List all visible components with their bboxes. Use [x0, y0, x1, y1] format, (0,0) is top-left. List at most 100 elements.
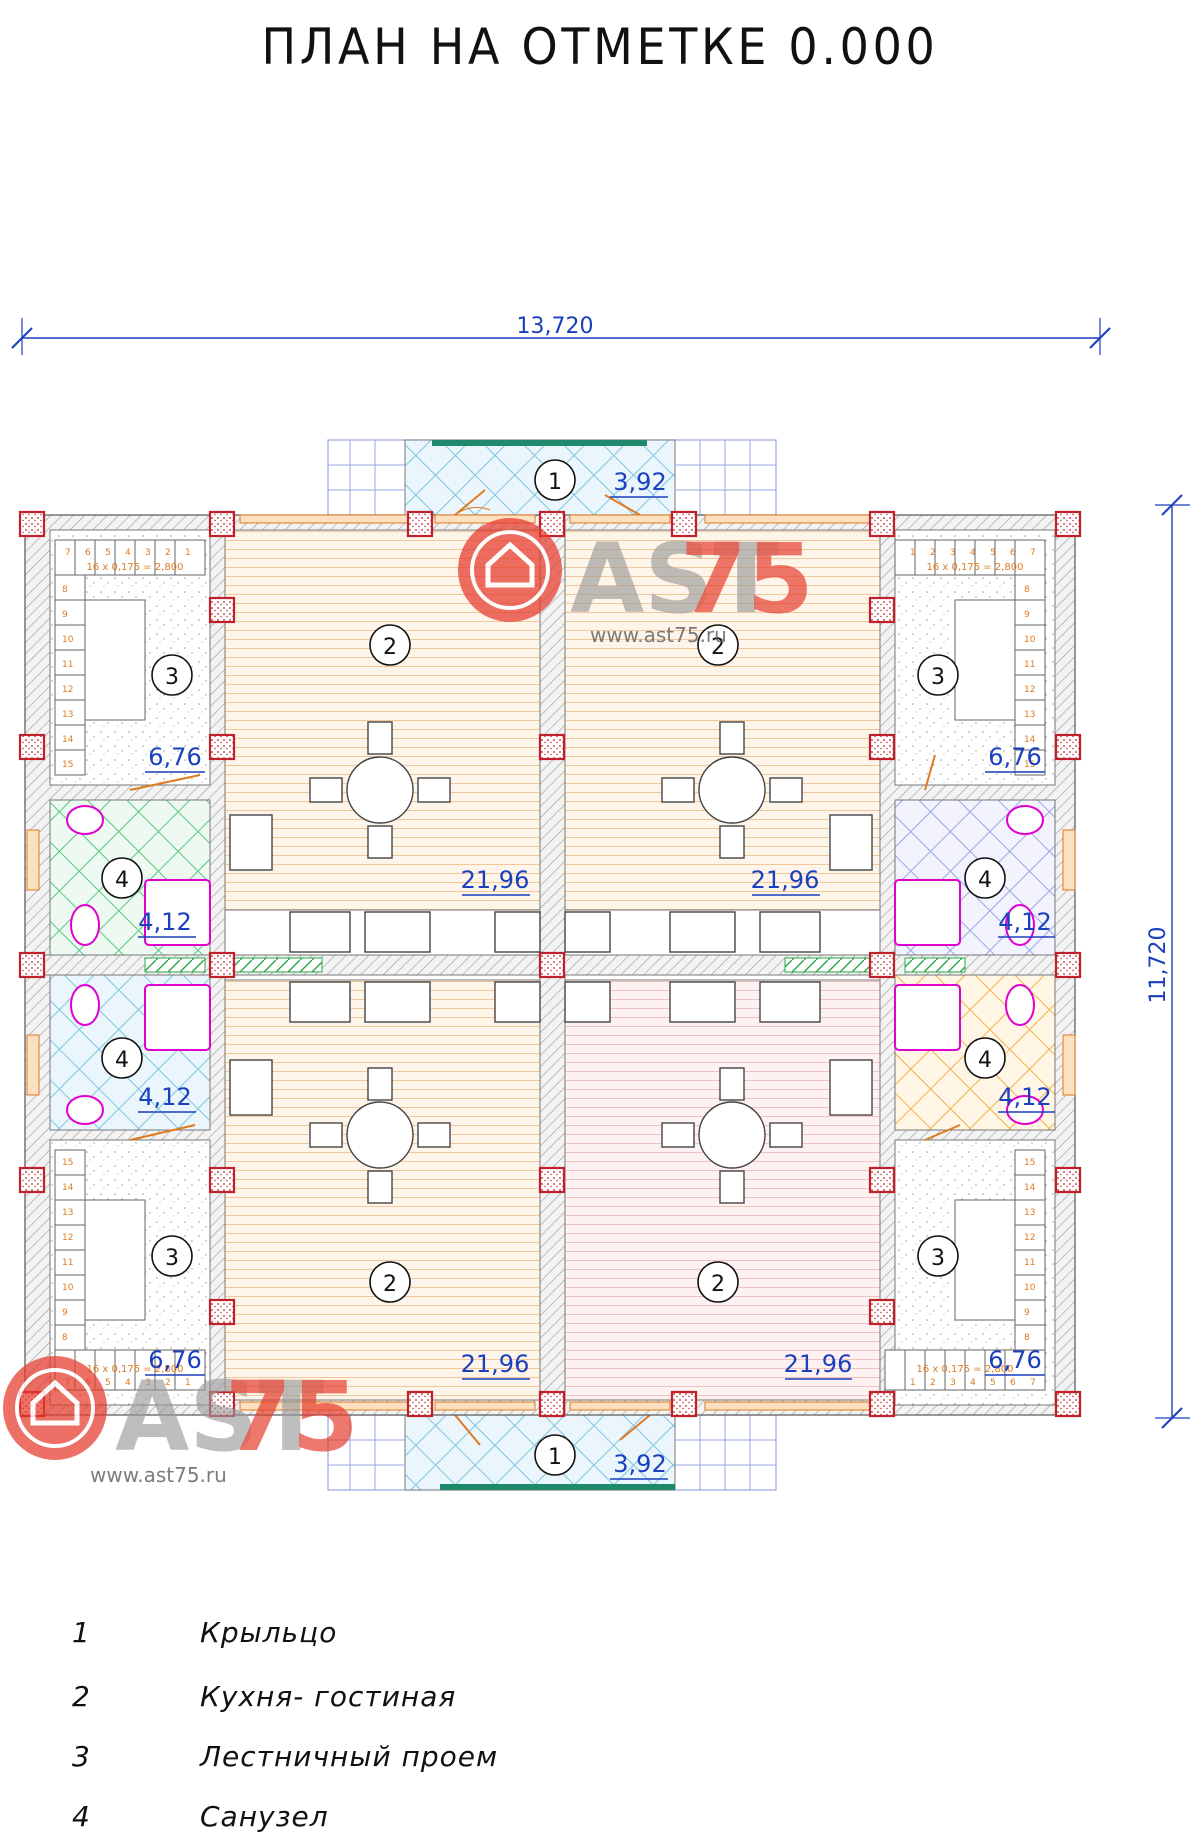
svg-text:12: 12 — [1024, 1233, 1035, 1243]
stairs — [54, 539, 1046, 1391]
svg-text:21,96: 21,96 — [461, 1350, 530, 1378]
svg-text:4: 4 — [978, 1048, 992, 1073]
svg-text:4: 4 — [978, 868, 992, 893]
legend-label: Кухня- гостиная — [200, 1680, 457, 1713]
svg-text:4: 4 — [115, 868, 129, 893]
svg-text:www.ast75.ru: www.ast75.ru — [590, 623, 727, 647]
svg-text:11: 11 — [62, 1258, 73, 1268]
svg-text:75: 75 — [225, 1361, 359, 1473]
dimension-height-label: 11,720 — [1146, 927, 1171, 1004]
svg-text:9: 9 — [62, 610, 68, 620]
dimension-width-label: 13,720 — [517, 314, 594, 339]
svg-text:21,96: 21,96 — [784, 1350, 853, 1378]
svg-text:75: 75 — [680, 523, 814, 635]
legend-row: 2 Кухня- гостиная — [72, 1680, 456, 1713]
svg-text:6,76: 6,76 — [148, 1346, 201, 1374]
svg-text:15: 15 — [1024, 1158, 1035, 1168]
svg-text:8: 8 — [1024, 585, 1030, 595]
svg-text:8: 8 — [62, 1333, 68, 1343]
svg-text:10: 10 — [62, 635, 74, 645]
svg-text:9: 9 — [1024, 610, 1030, 620]
svg-text:10: 10 — [1024, 635, 1036, 645]
svg-text:4: 4 — [115, 1048, 129, 1073]
svg-text:14: 14 — [62, 1183, 74, 1193]
svg-text:2: 2 — [165, 1378, 171, 1388]
doors — [129, 754, 961, 1141]
svg-text:www.ast75.ru: www.ast75.ru — [90, 1463, 227, 1487]
svg-text:1: 1 — [548, 470, 562, 495]
svg-text:1: 1 — [185, 548, 191, 558]
watermark-bottom: AST 75 www.ast75.ru — [3, 1356, 359, 1487]
svg-text:6,76: 6,76 — [988, 1346, 1041, 1374]
room-tags: 1 3,92 1 3,92 2 21,96 2 21,96 2 21,96 2 … — [101, 459, 1055, 1480]
legend-number: 3 — [72, 1740, 90, 1773]
svg-text:10: 10 — [1024, 1283, 1036, 1293]
svg-text:1: 1 — [910, 548, 916, 558]
svg-text:11: 11 — [1024, 660, 1035, 670]
svg-text:3: 3 — [931, 1246, 945, 1271]
svg-text:2: 2 — [383, 1272, 397, 1297]
svg-text:14: 14 — [1024, 1183, 1036, 1193]
svg-text:4,12: 4,12 — [138, 908, 191, 936]
svg-text:10: 10 — [62, 1283, 74, 1293]
svg-text:12: 12 — [1024, 685, 1035, 695]
svg-text:6,76: 6,76 — [148, 743, 201, 771]
svg-text:13: 13 — [62, 1208, 73, 1218]
watermark-top: AST 75 www.ast75.ru — [458, 518, 814, 647]
svg-text:6: 6 — [1010, 1378, 1016, 1388]
porch-top — [327, 439, 777, 516]
svg-text:4,12: 4,12 — [138, 1083, 191, 1111]
svg-text:1: 1 — [185, 1378, 191, 1388]
svg-text:1: 1 — [548, 1445, 562, 1470]
svg-text:5: 5 — [105, 1378, 111, 1388]
svg-text:3: 3 — [950, 548, 956, 558]
svg-text:15: 15 — [62, 760, 73, 770]
svg-text:3: 3 — [165, 1246, 179, 1271]
svg-text:4,12: 4,12 — [998, 1083, 1051, 1111]
stair-note-bl: 16 x 0,175 = 2,800 — [87, 1364, 184, 1375]
legend-label: Крыльцо — [200, 1616, 338, 1649]
svg-text:2: 2 — [383, 635, 397, 660]
svg-text:21,96: 21,96 — [461, 866, 530, 894]
svg-text:3,92: 3,92 — [613, 1450, 666, 1478]
svg-text:5: 5 — [990, 548, 996, 558]
svg-text:6: 6 — [1010, 548, 1016, 558]
svg-text:2: 2 — [711, 635, 725, 660]
svg-text:4,12: 4,12 — [998, 908, 1051, 936]
svg-text:13: 13 — [1024, 710, 1035, 720]
legend-label: Санузел — [200, 1800, 329, 1833]
svg-text:3: 3 — [931, 665, 945, 690]
svg-text:9: 9 — [62, 1308, 68, 1318]
svg-text:5: 5 — [105, 548, 111, 558]
bath-fixtures — [66, 805, 1044, 1125]
svg-text:7: 7 — [65, 548, 71, 558]
svg-text:11: 11 — [62, 660, 73, 670]
svg-text:7: 7 — [1030, 548, 1036, 558]
svg-text:15: 15 — [62, 1158, 73, 1168]
svg-text:4: 4 — [970, 548, 976, 558]
svg-text:3: 3 — [165, 665, 179, 690]
svg-text:8: 8 — [1024, 1333, 1030, 1343]
stair-note-br: 16 x 0,175 = 2,800 — [917, 1364, 1014, 1375]
stair-note-tl: 16 x 0,175 = 2,800 — [87, 562, 184, 573]
svg-text:15: 15 — [1024, 760, 1035, 770]
svg-text:13: 13 — [62, 710, 73, 720]
dimension-height — [1155, 494, 1190, 1429]
svg-text:4: 4 — [125, 1378, 131, 1388]
stair-note-tr: 16 x 0,175 = 2,800 — [927, 562, 1024, 573]
svg-text:2: 2 — [711, 1272, 725, 1297]
legend-number: 2 — [72, 1680, 90, 1713]
svg-text:3: 3 — [145, 1378, 151, 1388]
svg-text:8: 8 — [62, 585, 68, 595]
svg-text:21,96: 21,96 — [751, 866, 820, 894]
svg-text:2: 2 — [165, 548, 171, 558]
svg-text:2: 2 — [930, 548, 936, 558]
legend-number: 4 — [72, 1800, 90, 1833]
svg-text:AST: AST — [570, 523, 779, 635]
svg-text:6,76: 6,76 — [988, 743, 1041, 771]
svg-text:3,92: 3,92 — [613, 468, 666, 496]
svg-text:AST: AST — [115, 1361, 324, 1473]
